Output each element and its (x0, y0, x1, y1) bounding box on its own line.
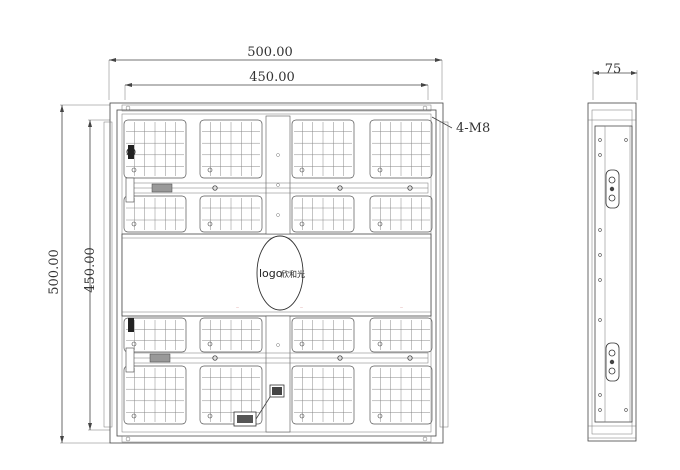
logo-text: logo (259, 267, 283, 280)
screw (598, 318, 602, 322)
upper-rail (125, 145, 429, 203)
side-lock-lower (605, 342, 620, 382)
dimension-overall-height: 500.00 (47, 104, 110, 444)
side-screws (598, 138, 628, 412)
module-tile (123, 317, 187, 353)
module-tile (291, 317, 355, 353)
inner-height-label: 450.00 (83, 247, 98, 293)
inner-width-label: 450.00 (249, 70, 295, 85)
screw (598, 138, 602, 142)
module-tile (369, 119, 433, 179)
mount-holes-label: 4-M8 (456, 121, 490, 136)
dimension-overall-width: 500.00 (108, 45, 443, 100)
lower-rail (125, 318, 429, 373)
logo-oval (256, 235, 304, 311)
front-view: 500.00 450.00 500.00 450.00 (47, 45, 490, 444)
svg-text:—: — (300, 305, 303, 309)
dimension-inner-width: 450.00 (124, 70, 429, 100)
bottom-connector (233, 384, 285, 427)
overall-width-label: 500.00 (247, 45, 293, 60)
module-tile (199, 195, 263, 233)
module-tile (199, 119, 263, 179)
module-tile (291, 365, 355, 425)
module-tile (291, 195, 355, 233)
svg-text:—: — (236, 305, 239, 309)
side-view: 75 (587, 62, 638, 442)
side-outer-frame (587, 102, 637, 442)
screw (624, 408, 628, 412)
screw (598, 393, 602, 397)
svg-text:—: — (400, 305, 403, 309)
logo-chars: 欣和光 (281, 269, 305, 279)
dimension-depth: 75 (592, 62, 638, 100)
screw (598, 228, 602, 232)
module-tile (369, 317, 433, 353)
depth-label: 75 (605, 62, 622, 77)
module-tile (123, 365, 187, 425)
screw (624, 138, 628, 142)
module-tile (369, 365, 433, 425)
module-tile (199, 317, 263, 353)
module-tile (369, 195, 433, 233)
screw (598, 253, 602, 257)
module-tile (291, 119, 355, 179)
cabinet-outer-frame (109, 102, 444, 444)
screw (598, 408, 602, 412)
dimension-inner-height: 450.00 (83, 119, 110, 431)
side-lock-upper (605, 169, 620, 209)
screw (598, 278, 602, 282)
module-tile (123, 195, 187, 233)
screw (598, 153, 602, 157)
overall-height-label: 500.00 (47, 249, 62, 295)
module-tile (199, 365, 263, 425)
